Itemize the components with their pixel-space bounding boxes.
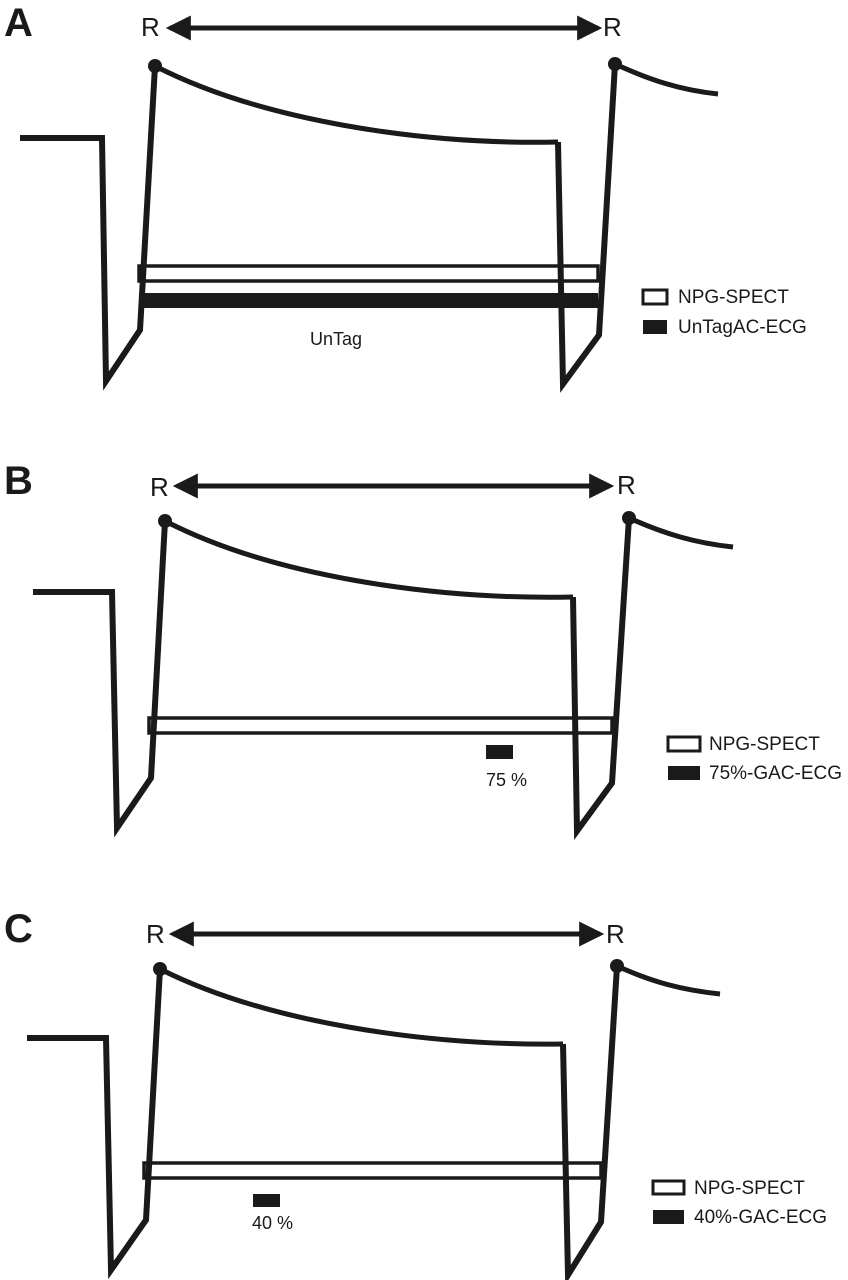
panel-b-npg-spect-bar: [147, 716, 614, 735]
panel-b-legend-solid-swatch: [668, 766, 700, 780]
panel-b-pressure-decay-curve: [163, 518, 574, 600]
panel-a-r-peak-left: [148, 59, 162, 73]
panel-c-r-right-label: R: [606, 919, 625, 949]
panel-a-pressure-decay-curve: [153, 63, 559, 145]
panel-c-next-beat-curve: [615, 963, 721, 997]
panel-a-npg-spect-bar: [137, 264, 600, 283]
panel-c-r-peak-left: [153, 962, 167, 976]
panel-a-waveform-left: [20, 65, 158, 391]
panel-a-bar-label: UnTag: [310, 329, 362, 349]
panel-b-r-right-label: R: [617, 470, 636, 500]
panel-c-legend-open-label: NPG-SPECT: [694, 1178, 805, 1199]
panel-b-legend-open-label: NPG-SPECT: [709, 734, 820, 755]
panel-a-next-beat-curve: [613, 61, 719, 97]
panel-b-waveform-right: [570, 517, 632, 840]
panel-c-legend-open-swatch: [651, 1179, 686, 1196]
panel-a-legend-open-label: NPG-SPECT: [678, 287, 789, 308]
panel-a-letter: A: [4, 1, 33, 45]
panel-a: A R R UnTag NPG-SPECT UnTagAC-ECG: [4, 1, 807, 393]
panel-b-next-beat-curve: [627, 515, 734, 550]
panel-b-legend-open-swatch: [666, 735, 702, 753]
panel-b: B R R 75 % NPG-SPECT 75%-GAC-ECG: [4, 459, 842, 840]
panel-c-letter: C: [4, 907, 33, 951]
panel-c-pressure-decay-curve: [158, 966, 564, 1047]
panel-a-r-left-label: R: [141, 12, 160, 42]
panel-b-legend-solid-label: 75%-GAC-ECG: [709, 763, 842, 784]
panel-b-letter: B: [4, 459, 33, 503]
panel-a-r-right-label: R: [603, 12, 622, 42]
panel-c-legend-solid-label: 40%-GAC-ECG: [694, 1207, 827, 1228]
panel-c-waveform-right: [560, 965, 620, 1280]
panel-b-gated-acquisition-bar: [486, 745, 513, 759]
panel-b-r-left-label: R: [150, 472, 169, 502]
panel-c-legend-solid-swatch: [653, 1210, 684, 1224]
panel-b-bar-label: 75 %: [486, 770, 527, 790]
panel-a-gated-acquisition-bar: [139, 293, 598, 308]
panel-c: C R R 40 % NPG-SPECT 40%-GAC-ECG: [4, 907, 827, 1280]
panel-b-waveform-left: [33, 520, 168, 838]
panel-c-waveform-left: [27, 968, 163, 1280]
panel-a-legend-open-swatch: [641, 288, 669, 306]
panel-b-r-peak-left: [158, 514, 172, 528]
panel-c-r-left-label: R: [146, 919, 165, 949]
panel-a-waveform-right: [555, 63, 618, 393]
panel-c-npg-spect-bar: [142, 1161, 603, 1180]
panel-a-legend-solid-label: UnTagAC-ECG: [678, 317, 807, 338]
panel-c-gated-acquisition-bar: [253, 1194, 280, 1207]
panel-a-legend-solid-swatch: [643, 320, 667, 334]
panel-c-bar-label: 40 %: [252, 1213, 293, 1233]
